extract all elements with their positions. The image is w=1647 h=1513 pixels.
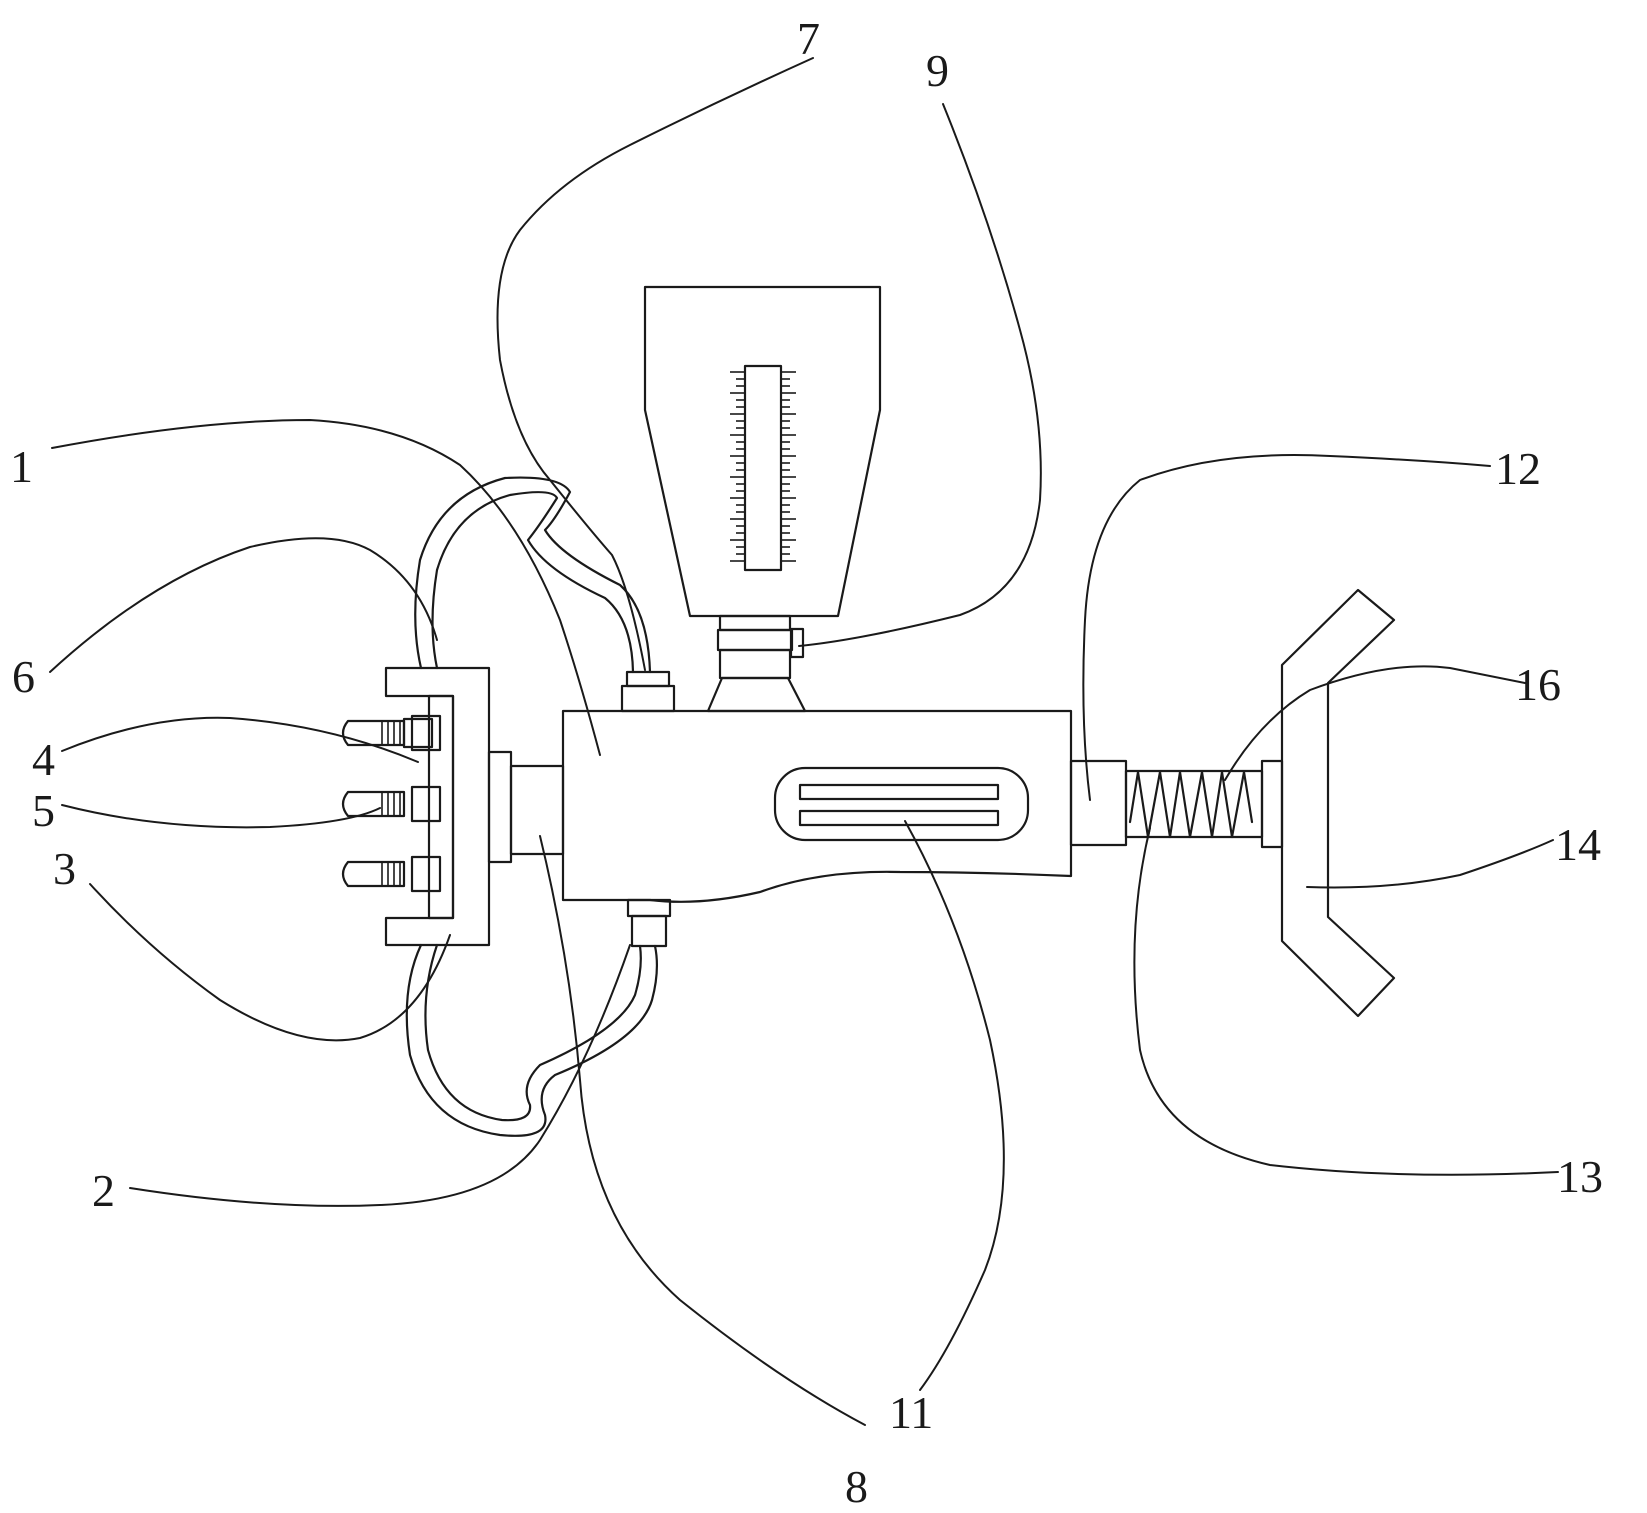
label-2: 2 bbox=[92, 1165, 115, 1216]
nozzle-middle bbox=[341, 785, 442, 823]
lower-hose bbox=[405, 943, 659, 1137]
top-fitting bbox=[620, 670, 676, 713]
rod-end-cap bbox=[1260, 759, 1284, 849]
label-9: 9 bbox=[926, 45, 949, 96]
label-13: 13 bbox=[1557, 1151, 1603, 1202]
window-with-bars bbox=[773, 766, 1030, 842]
manifold-bracket bbox=[384, 666, 491, 947]
label-11: 11 bbox=[889, 1387, 933, 1438]
label-5: 5 bbox=[32, 785, 55, 836]
v-plate bbox=[1280, 588, 1396, 1018]
label-4: 4 bbox=[32, 734, 55, 785]
scale-ticks bbox=[730, 371, 796, 562]
hopper-neck bbox=[706, 614, 807, 713]
left-shaft bbox=[487, 750, 565, 864]
label-8: 8 bbox=[845, 1461, 868, 1512]
collar bbox=[1069, 759, 1128, 847]
manifold-bar bbox=[427, 694, 455, 920]
main-body bbox=[561, 709, 1073, 903]
spring bbox=[1128, 770, 1254, 839]
hopper bbox=[643, 285, 882, 618]
label-3: 3 bbox=[53, 843, 76, 894]
label-12: 12 bbox=[1495, 443, 1541, 494]
nozzle-bottom bbox=[341, 855, 442, 893]
label-6: 6 bbox=[12, 651, 35, 702]
label-7: 7 bbox=[797, 13, 820, 64]
upper-hose bbox=[414, 476, 652, 674]
label-16: 16 bbox=[1515, 659, 1561, 710]
nozzle-top bbox=[341, 714, 442, 752]
bottom-fitting bbox=[626, 898, 672, 948]
callout-lines bbox=[49, 57, 1559, 1426]
label-14: 14 bbox=[1555, 819, 1601, 870]
label-1: 1 bbox=[10, 441, 33, 492]
